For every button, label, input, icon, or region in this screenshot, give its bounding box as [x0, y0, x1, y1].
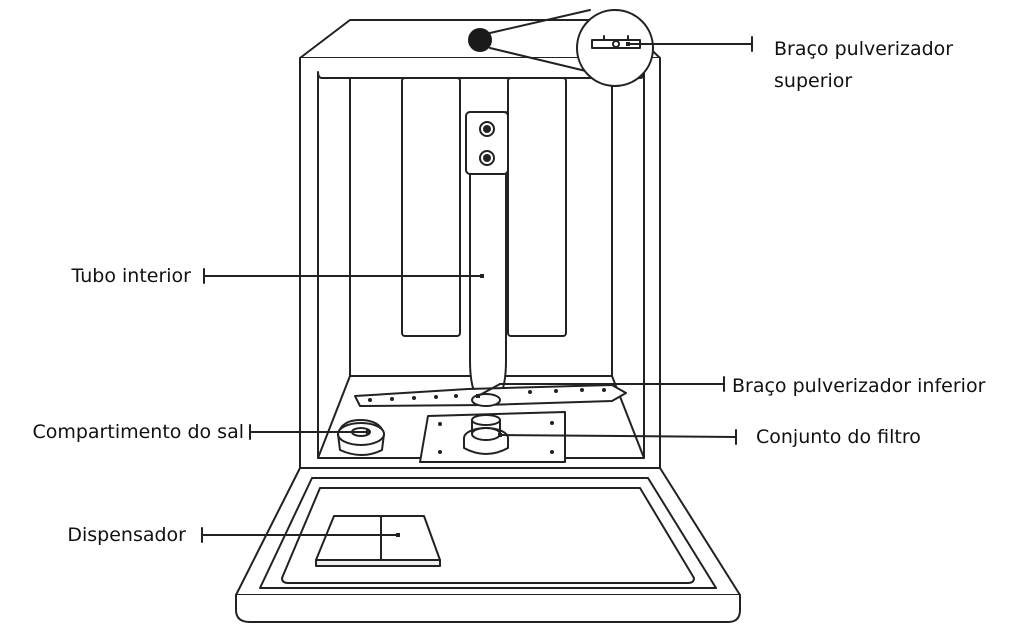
label-upper-spray-arm: Braço pulverizador superior: [774, 36, 953, 94]
label-inner-tube: Tubo interior: [71, 265, 191, 287]
label-upper-spray-arm-line1: Braço pulverizador: [774, 38, 954, 60]
tube-bolt-top: [479, 121, 495, 137]
salt-compartment: [337, 419, 385, 456]
rear-panel-right: [507, 77, 567, 337]
upper-spray-arm-marker: [468, 28, 492, 52]
door-edge: [235, 594, 741, 623]
tube-bracket: [465, 111, 509, 175]
label-salt-compartment: Compartimento do sal: [32, 421, 244, 443]
label-lower-spray-arm: Braço pulverizador inferior: [732, 375, 986, 397]
door-inner-panel: [281, 487, 695, 584]
filter-assembly: [463, 414, 509, 455]
rear-panel-left: [401, 77, 461, 337]
tube-bolt-top-inner: [483, 125, 491, 133]
leader-points: [366, 42, 630, 537]
tube-bolt-bottom-inner: [483, 154, 491, 162]
door-rim: [259, 477, 717, 589]
label-filter-assembly: Conjunto do filtro: [756, 426, 921, 448]
leader-lines: [201, 36, 753, 543]
label-dispenser: Dispensador: [67, 524, 186, 546]
tub-floor-left: [317, 375, 351, 459]
dispenser: [315, 515, 441, 561]
tube-bolt-bottom: [479, 150, 495, 166]
label-upper-spray-arm-line2: superior: [774, 70, 853, 92]
spray-holes: [368, 388, 606, 402]
